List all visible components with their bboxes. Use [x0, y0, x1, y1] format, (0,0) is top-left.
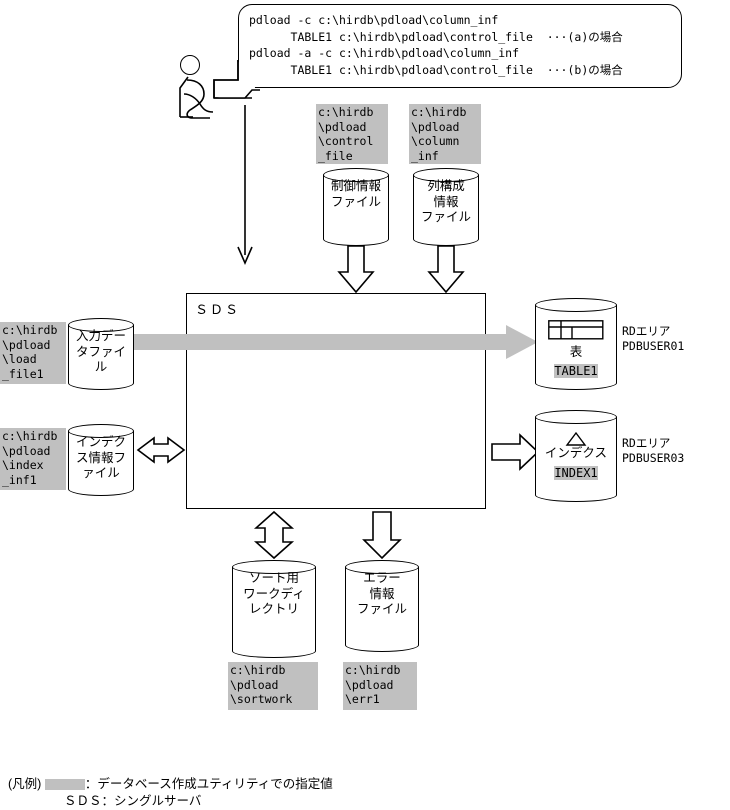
command-balloon-text: pdload -c c:\hirdb\pdload\column_inf TAB…: [249, 13, 623, 77]
index-triangle-icon: [565, 431, 587, 446]
error-info-file-path: c:\hirdb \pdload \err1: [343, 662, 417, 710]
balloon-tail: [213, 60, 260, 105]
index-info-bidirectional-arrow: [136, 436, 186, 464]
table-name-value: TABLE1: [554, 364, 598, 378]
sds-to-error-file-arrow: [362, 511, 402, 560]
legend-row-highlight: (凡例) ：データベース作成ユティリティでの指定値: [8, 776, 333, 793]
column-info-file-label: 列構成 情報 ファイル: [420, 179, 471, 224]
sort-work-label: ソート用 ワークディ レクトリ: [243, 571, 305, 616]
index-rdarea-label: RDエリア PDBUSER03: [622, 436, 685, 465]
legend-swatch-icon: [44, 779, 85, 791]
user-body-icon: [179, 76, 214, 119]
legend-row-sds: ＳＤＳ：シングルサーバ: [8, 793, 333, 810]
error-info-file-cylinder: エラー 情報 ファイル: [345, 560, 419, 652]
command-balloon: pdload -c c:\hirdb\pdload\column_inf TAB…: [238, 4, 682, 88]
table-name-wrap: TABLE1: [535, 362, 617, 380]
data-load-flow-arrow: [118, 325, 538, 359]
command-to-sds-arrow: [237, 105, 253, 265]
column-info-to-sds-arrow: [427, 245, 465, 294]
legend-title: (凡例): [8, 777, 42, 791]
legend-swatch-desc: ：データベース作成ユティリティでの指定値: [84, 777, 333, 791]
control-file-label: 制御情報 ファイル: [330, 179, 381, 209]
index-info-file-label: インデク ス情報フ ァイル: [75, 435, 126, 480]
error-info-file-label: エラー 情報 ファイル: [356, 571, 407, 616]
sds-box: ＳＤＳ: [186, 293, 486, 509]
table-label: 表: [569, 345, 583, 359]
table-rdarea-label: RDエリア PDBUSER01: [622, 324, 685, 353]
control-file-cylinder: 制御情報 ファイル: [323, 168, 389, 246]
sort-work-cylinder: ソート用 ワークディ レクトリ: [232, 560, 316, 658]
input-data-file-label: 入力デー タファイ ル: [75, 329, 126, 374]
legend-sds-desc: ：シングルサーバ: [101, 794, 202, 808]
index-name-wrap: INDEX1: [535, 464, 617, 482]
input-data-file-cylinder: 入力デー タファイ ル: [68, 318, 134, 390]
index-label: インデクス: [544, 446, 608, 460]
control-file-to-sds-arrow: [337, 245, 375, 294]
column-info-file-path: c:\hirdb \pdload \column _inf: [409, 104, 481, 164]
legend: (凡例) ：データベース作成ユティリティでの指定値 ＳＤＳ：シングルサーバ: [8, 776, 333, 810]
table-grid-icon: [548, 320, 604, 340]
control-file-path: c:\hirdb \pdload \control _file: [316, 104, 388, 164]
index-info-file-path: c:\hirdb \pdload \index _inf1: [0, 428, 66, 490]
index-name-value: INDEX1: [554, 466, 598, 480]
legend-sds-label: ＳＤＳ: [64, 794, 102, 808]
user-head-icon: [180, 55, 200, 75]
sort-work-bidirectional-arrow: [253, 510, 295, 560]
sds-title: ＳＤＳ: [195, 302, 241, 317]
input-data-file-path: c:\hirdb \pdload \load _file1: [0, 322, 66, 384]
sort-work-path: c:\hirdb \pdload \sortwork: [228, 662, 318, 710]
index-info-file-cylinder: インデク ス情報フ ァイル: [68, 424, 134, 496]
index-rdarea-cylinder: [535, 410, 617, 502]
column-info-file-cylinder: 列構成 情報 ファイル: [413, 168, 479, 246]
sds-to-index-arrow: [491, 433, 540, 471]
